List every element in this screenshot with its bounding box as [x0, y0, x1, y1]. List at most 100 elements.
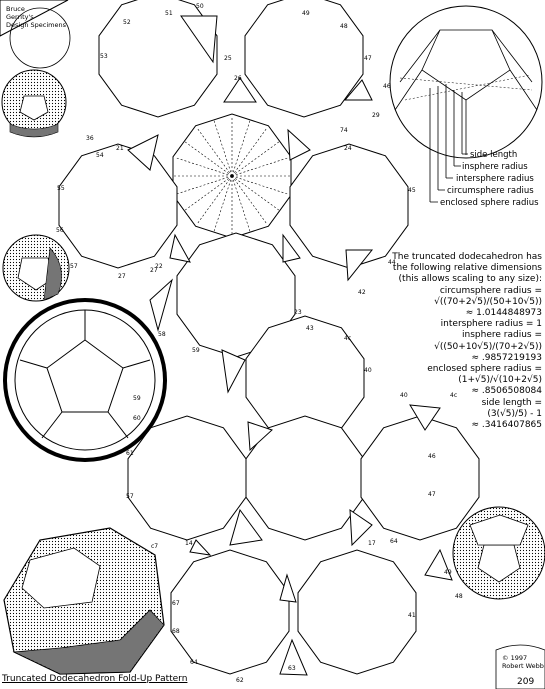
copyright-corner: © 1997 Robert Webb 209 [495, 644, 545, 689]
radial-dash-lines [174, 118, 290, 234]
polyhedron-sketch-2 [2, 234, 70, 302]
edge-label: 29 [372, 112, 380, 119]
edge-label: 67 [172, 600, 180, 607]
triangle-face [180, 15, 218, 64]
edge-label: 40 [400, 392, 408, 399]
copyright-author: Robert Webb [502, 662, 544, 670]
edge-label: 48 [340, 23, 348, 30]
badge-line-3: Design Specimens [6, 21, 67, 29]
decagon-face [297, 549, 417, 675]
edge-label: 56 [56, 227, 64, 234]
edge-label: c7 [151, 543, 158, 550]
edge-label: 4c [450, 392, 457, 399]
edge-label: 36 [86, 135, 94, 142]
triangle-face [223, 77, 257, 103]
triangle-face [127, 134, 159, 171]
triangle-face [424, 548, 453, 581]
radial-dash [231, 157, 288, 177]
triangle-face [343, 79, 373, 101]
edge-label: 54 [96, 152, 104, 159]
polyhedron-large-sketch [3, 527, 165, 675]
triangle-face [247, 421, 273, 452]
radial-dash [231, 175, 251, 232]
radial-dash [184, 175, 233, 211]
edge-label: 57 [70, 263, 78, 270]
radial-dash [231, 120, 251, 177]
dimension-line: insphere radius = [462, 330, 542, 341]
legend-circumsphere-radius: circumsphere radius [447, 186, 534, 196]
dimension-line: (3(√5)/5) - 1 [487, 408, 542, 419]
wireframe-polyhedron [389, 5, 543, 203]
triangle-face [221, 349, 246, 394]
triangle-face [169, 233, 191, 263]
dimension-line: ≈ .3416407865 [471, 420, 542, 431]
triangle-face [345, 249, 374, 282]
edge-label: 50 [196, 3, 204, 10]
dimension-line: ≈ .8506508084 [471, 386, 542, 397]
badge-line-1: Bruce [6, 5, 25, 13]
edge-label: 74 [340, 127, 348, 134]
triangle-face [282, 233, 301, 263]
edge-label: 21 [116, 145, 124, 152]
dimension-line: enclosed sphere radius = [427, 364, 542, 375]
dimension-line: (1+√5)/√(10+2√5) [458, 375, 542, 386]
edge-label: 60 [133, 415, 141, 422]
edge-label: 26 [234, 75, 242, 82]
edge-label: 43 [306, 325, 314, 332]
edge-label: 59 [133, 395, 141, 402]
radial-dash [231, 175, 288, 195]
edge-label: 44 [388, 259, 396, 266]
edge-label: 52 [123, 19, 131, 26]
radial-dash [231, 175, 267, 224]
legend-labels: side length insphere radius intersphere … [440, 150, 539, 208]
edge-label: 61 [126, 450, 134, 457]
decagon-face [360, 415, 480, 541]
dimension-line: (this allows scaling to any size): [398, 274, 542, 285]
radial-dash [197, 128, 233, 177]
legend-insphere-radius: insphere radius [462, 162, 528, 172]
decagon-face [289, 143, 409, 269]
decagon-faces [58, 0, 480, 675]
enclosed-sphere-view [3, 298, 167, 462]
radial-dash [231, 128, 267, 177]
triangle-face [349, 509, 373, 547]
decagon-face [58, 143, 178, 269]
edge-label: 49 [302, 10, 310, 17]
edge-label: 47 [364, 55, 372, 62]
edge-label: 22 [155, 263, 163, 270]
decagon-face [127, 415, 247, 541]
page-title: Truncated Dodecahedron Fold-Up Pattern [2, 674, 188, 684]
edge-label: 46 [428, 453, 436, 460]
decagon-face [244, 0, 364, 118]
triangle-faces [127, 15, 453, 676]
triangle-face [229, 508, 263, 546]
radial-dash [213, 175, 233, 232]
legend-side-length: side length [470, 150, 517, 160]
dimension-line: the following relative dimensions [392, 263, 542, 274]
edge-label: 64 [390, 538, 398, 545]
triangle-face [279, 638, 308, 676]
legend-intersphere-radius: intersphere radius [456, 174, 534, 184]
page-number: 209 [517, 677, 534, 687]
edge-label: 58 [158, 331, 166, 338]
dimension-line: √((50+10√5)/(70+2√5)) [434, 341, 542, 352]
edge-label: 25 [224, 55, 232, 62]
legend-enclosed-sphere-radius: enclosed sphere radius [440, 198, 539, 208]
edge-label: 14 [185, 540, 193, 547]
triangle-face [189, 539, 212, 556]
radial-dash [176, 175, 233, 195]
triangle-face [409, 404, 441, 431]
edge-label: 62 [236, 677, 244, 684]
radial-dash [184, 141, 233, 177]
edge-label: 68 [172, 628, 180, 635]
edge-label: 59 [192, 347, 200, 354]
badge-line-2: Gerrity's [6, 13, 34, 21]
edge-label: 4c [344, 335, 351, 342]
decagon-face [176, 232, 296, 358]
edge-label: 49 [444, 569, 452, 576]
dimension-line: √((70+2√5)/(50+10√5)) [434, 296, 542, 307]
edge-label: 24 [344, 145, 352, 152]
edge-label: 40 [364, 367, 372, 374]
